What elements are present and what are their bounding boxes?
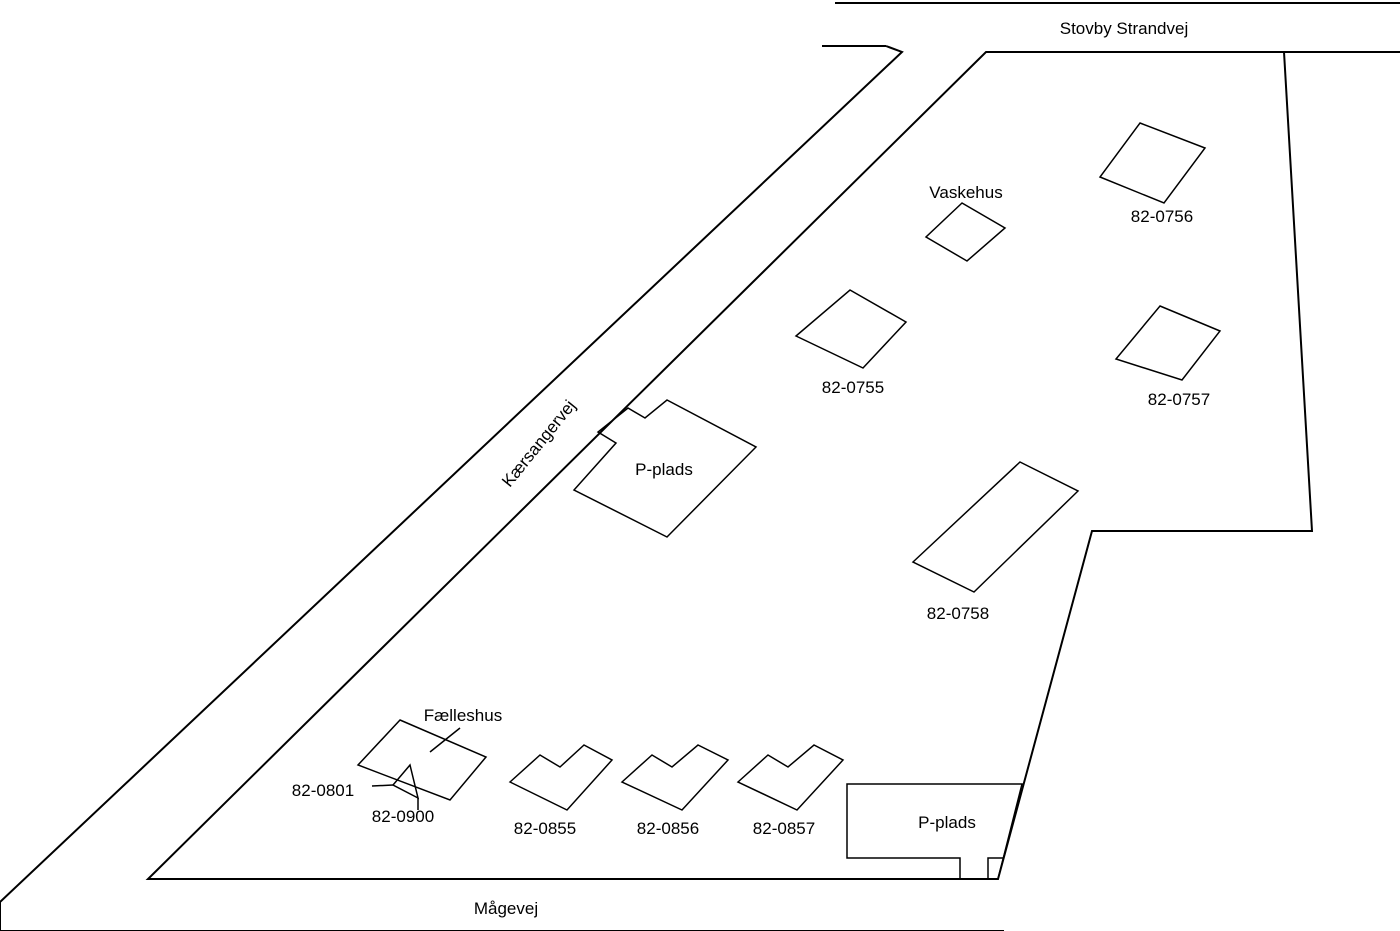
building-82-0757 — [1114, 305, 1222, 381]
parking-area-2 — [846, 783, 1023, 880]
label-82-0855: 82-0855 — [514, 819, 576, 838]
label-82-0756: 82-0756 — [1131, 207, 1193, 226]
label-82-0801: 82-0801 — [292, 781, 354, 800]
label-82-0856: 82-0856 — [637, 819, 699, 838]
parking-area-2-notch — [987, 857, 1004, 879]
faelleshus-building — [356, 719, 488, 801]
label-parking-1: P-plads — [635, 460, 693, 479]
label-vaskehus: Vaskehus — [929, 183, 1002, 202]
road-label-maagevej: Mågevej — [474, 899, 538, 918]
building-82-0855 — [508, 744, 614, 811]
vaskehus-building — [924, 202, 1007, 262]
building-82-0756 — [1098, 122, 1207, 204]
parking-area-1 — [572, 399, 758, 538]
building-82-0857 — [736, 744, 845, 811]
label-82-0757: 82-0757 — [1148, 390, 1210, 409]
label-82-0857: 82-0857 — [753, 819, 815, 838]
label-faelleshus: Fælleshus — [424, 706, 502, 725]
building-82-0758 — [911, 461, 1080, 593]
building-82-0856 — [620, 744, 730, 811]
label-parking-2: P-plads — [918, 813, 976, 832]
label-82-0900: 82-0900 — [372, 807, 434, 826]
parking-areas — [572, 399, 1023, 880]
building-82-0900 — [391, 763, 420, 800]
label-82-0758: 82-0758 — [927, 604, 989, 623]
road-label-stovby-strandvej: Stovby Strandvej — [1060, 19, 1189, 38]
site-boundary — [145, 51, 1314, 880]
road-label-kaersangervej: Kærsangervej — [498, 396, 579, 490]
leader-82-0801 — [371, 784, 394, 787]
label-82-0755: 82-0755 — [822, 378, 884, 397]
buildings — [356, 122, 1222, 811]
kaersangervej-edge-west — [0, 45, 904, 903]
faelleshus-leader — [429, 727, 461, 753]
building-82-0755 — [794, 289, 908, 369]
